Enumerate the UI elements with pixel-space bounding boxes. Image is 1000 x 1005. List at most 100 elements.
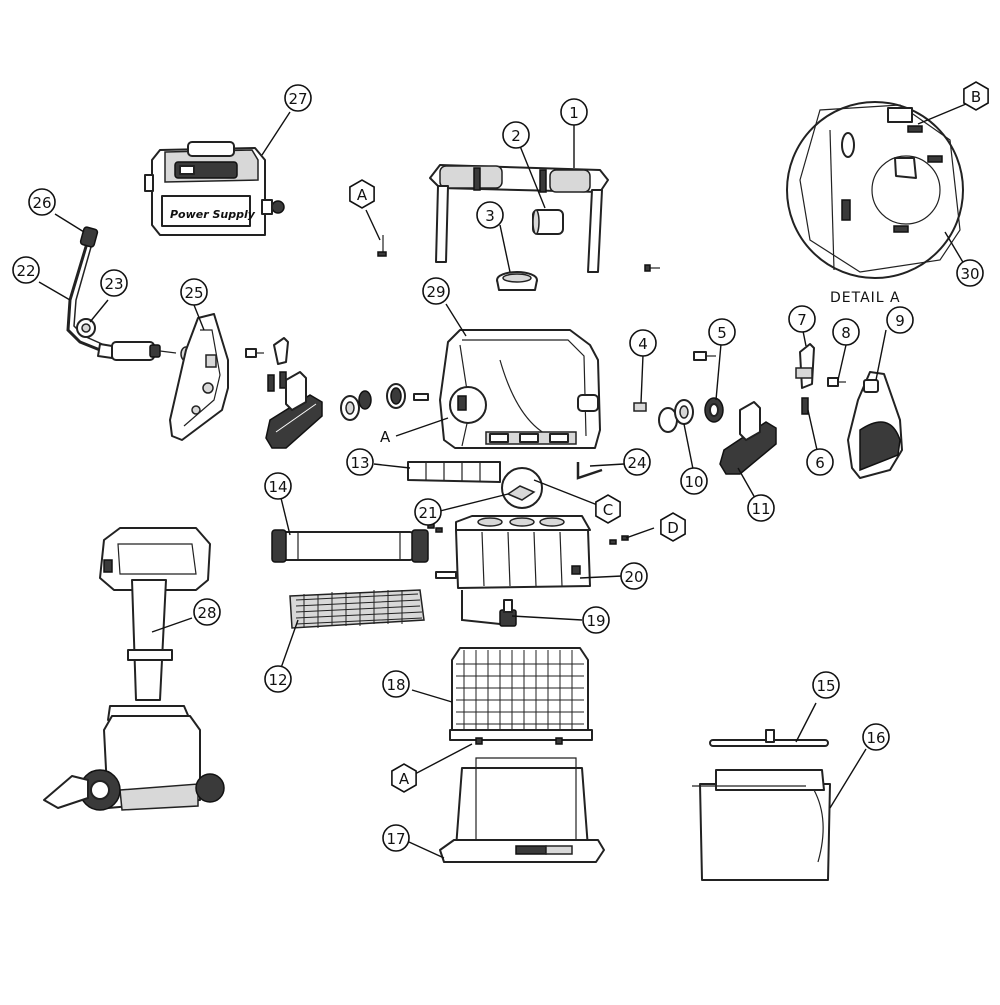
- hex-key: [576, 462, 603, 480]
- callout-number: 19: [586, 612, 605, 630]
- callout-number: 30: [960, 265, 979, 283]
- callout-circle: [788, 305, 816, 333]
- callout-circle: [629, 329, 657, 357]
- callout-number: 11: [751, 500, 770, 518]
- callout-number: 24: [627, 454, 646, 472]
- callout-number: 3: [485, 207, 495, 225]
- callout-circle: [346, 448, 374, 476]
- callout-3: 3: [476, 201, 504, 229]
- pump-motor-unit: [435, 515, 591, 589]
- power-supply-unit: Power Supply: [144, 141, 285, 236]
- callout-23: 23: [100, 269, 128, 297]
- left-wheels: [340, 383, 429, 421]
- screw-detail-a: [377, 235, 387, 257]
- handle-roller: [532, 209, 564, 235]
- detail-marker-label: A: [380, 428, 391, 446]
- callout-2: 2: [502, 121, 530, 149]
- callout-circle: [862, 723, 890, 751]
- storage-bag: [692, 769, 831, 881]
- floating-cable-assembly: [66, 226, 192, 362]
- hex-outline: [349, 179, 375, 209]
- callout-number: 29: [426, 283, 445, 301]
- callout-circle: [422, 277, 450, 305]
- detail-a-magnified: [786, 101, 964, 279]
- leader-lines: [38, 103, 967, 859]
- callout-number: 28: [197, 604, 216, 622]
- callout-circle: [476, 201, 504, 229]
- callout-number: 16: [866, 729, 885, 747]
- callout-circle: [623, 448, 651, 476]
- callout-number: 21: [418, 504, 437, 522]
- filter-basket: [449, 647, 593, 745]
- callout-number: 14: [268, 478, 287, 496]
- callout-29: 29: [422, 277, 450, 305]
- callout-number: 15: [816, 677, 835, 695]
- hex-callout-A: A: [391, 763, 417, 793]
- right-wheels: [658, 351, 724, 433]
- brush-roller-core: [271, 529, 429, 563]
- callout-number: 18: [386, 676, 405, 694]
- callout-circle: [832, 318, 860, 346]
- bristle-brush: [289, 589, 425, 629]
- callout-number: 2: [511, 127, 521, 145]
- callout-circle: [180, 278, 208, 306]
- callout-number: 9: [895, 312, 905, 330]
- callout-circle: [284, 84, 312, 112]
- power-supply-brand: Power Supply: [170, 208, 256, 221]
- callout-number: 20: [624, 568, 643, 586]
- caddy-cart: [43, 527, 225, 811]
- callout-circle: [502, 121, 530, 149]
- callout-number: 7: [797, 311, 807, 329]
- callout-circle: [193, 598, 221, 626]
- callout-28: 28: [193, 598, 221, 626]
- callout-20: 20: [620, 562, 648, 590]
- callout-11: 11: [747, 494, 775, 522]
- hex-outline: [391, 763, 417, 793]
- hex-letter: A: [357, 186, 368, 204]
- callout-30: 30: [956, 259, 984, 287]
- hex-callout-B: B: [963, 81, 989, 111]
- right-side-panel: [847, 371, 903, 479]
- callout-number: 26: [32, 194, 51, 212]
- callout-16: 16: [862, 723, 890, 751]
- hex-letter: B: [971, 88, 981, 106]
- callout-6: 6: [806, 448, 834, 476]
- callout-number: 27: [288, 90, 307, 108]
- callout-circle: [620, 562, 648, 590]
- callout-circle: [28, 188, 56, 216]
- hex-callout-D: D: [660, 512, 686, 542]
- callout-24: 24: [623, 448, 651, 476]
- callout-27: 27: [284, 84, 312, 112]
- callout-circle: [582, 606, 610, 634]
- callout-circle: [560, 98, 588, 126]
- hex-letter: C: [603, 501, 613, 519]
- callout-18: 18: [382, 670, 410, 698]
- hex-callout-A: A: [349, 179, 375, 209]
- callout-numbers: 1234567891011121314151617181920212223242…: [12, 84, 984, 852]
- callout-number: 13: [350, 454, 369, 472]
- callout-number: 4: [638, 335, 648, 353]
- callout-13: 13: [346, 448, 374, 476]
- hex-outline: [660, 512, 686, 542]
- callout-1: 1: [560, 98, 588, 126]
- hex-outline: [595, 494, 621, 524]
- callout-17: 17: [382, 824, 410, 852]
- left-side-panel: [169, 313, 229, 441]
- detail-a-title: DETAIL A: [830, 290, 901, 306]
- motor-body: [439, 329, 601, 449]
- callout-number: 25: [184, 284, 203, 302]
- left-fasteners: [245, 337, 289, 392]
- hex-letter: A: [399, 770, 410, 788]
- callout-4: 4: [629, 329, 657, 357]
- callout-number: 10: [684, 473, 703, 491]
- screw-right-of-handle: [644, 264, 660, 272]
- left-drive-track: [265, 371, 323, 449]
- callout-circle: [708, 318, 736, 346]
- axle-pin: [633, 402, 647, 412]
- impeller-cap: [496, 271, 538, 291]
- handle: [429, 164, 609, 273]
- right-drive-track: [719, 401, 777, 475]
- callout-15: 15: [812, 671, 840, 699]
- callout-letters: A A B C D: [349, 81, 989, 793]
